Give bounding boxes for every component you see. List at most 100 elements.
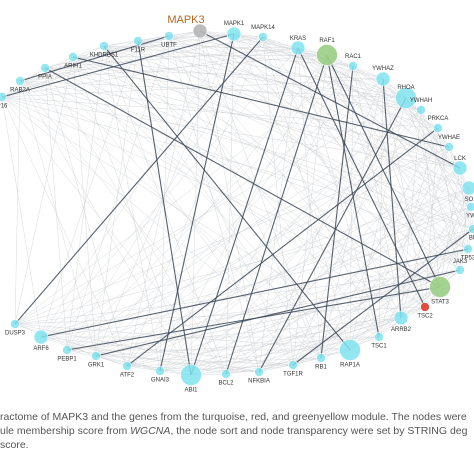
edge-light bbox=[66, 349, 161, 372]
edge-light bbox=[262, 36, 422, 111]
node-yw-label: YW bbox=[466, 214, 474, 220]
node-br-circle bbox=[468, 224, 474, 234]
edge-light bbox=[420, 109, 441, 288]
node-gnai3-circle bbox=[155, 366, 165, 376]
edge-light bbox=[95, 33, 235, 357]
node-lck-label: LCK bbox=[454, 156, 466, 162]
node-mapk1-circle bbox=[226, 26, 242, 42]
node-br: BR bbox=[468, 224, 474, 242]
edge-light bbox=[66, 206, 472, 351]
node-prkca-label: PRKCA bbox=[428, 116, 449, 122]
edge-rhoa-nfkbia bbox=[258, 97, 407, 373]
node-raf1-label: RAF1 bbox=[319, 38, 335, 44]
node-so-label: SO bbox=[465, 197, 474, 203]
edge-light bbox=[400, 206, 472, 319]
node-prkca-circle bbox=[433, 123, 443, 133]
node-ywhah-label: YWHAH bbox=[410, 98, 432, 104]
node-arrb2-circle bbox=[393, 310, 409, 326]
edge-light bbox=[459, 187, 470, 271]
edge-light bbox=[326, 54, 407, 99]
node-raf1: RAF1 bbox=[316, 38, 338, 66]
edge-light bbox=[297, 47, 461, 169]
node-rb1-circle bbox=[316, 353, 326, 363]
node-so: SO bbox=[461, 180, 474, 203]
edge-light bbox=[190, 228, 474, 376]
edge-light bbox=[352, 65, 441, 288]
edge-light bbox=[40, 33, 235, 338]
edge-light bbox=[225, 349, 351, 375]
edge-light bbox=[292, 54, 328, 366]
node-yw-circle bbox=[466, 202, 474, 212]
edge-light bbox=[95, 54, 328, 357]
edge-light bbox=[168, 35, 264, 38]
node-mapk1: MAPK1 bbox=[224, 21, 245, 42]
node-tsc1-label: TSC1 bbox=[371, 344, 387, 350]
caption-line-2-start: ule membership score from bbox=[0, 425, 131, 437]
node-ubtf-circle bbox=[164, 31, 174, 41]
caption-line-2: ule membership score from WGCNA, the nod… bbox=[0, 424, 474, 438]
edge-kras-abi1 bbox=[190, 47, 299, 376]
node-arih1-label: ARIH1 bbox=[64, 64, 82, 70]
edge-br-tgf1r bbox=[292, 228, 474, 366]
edge-light bbox=[14, 323, 260, 373]
edge-light bbox=[14, 323, 97, 357]
figure-caption: ractome of MAPK3 and the genes from the … bbox=[0, 410, 474, 452]
edge-light bbox=[225, 248, 469, 375]
node-ppia-label: PPIA bbox=[38, 75, 52, 81]
edge-light bbox=[66, 146, 450, 351]
node-rhoa-label: RHOA bbox=[397, 85, 414, 91]
edge-light bbox=[262, 36, 470, 189]
node-rap1a-circle bbox=[339, 339, 361, 361]
node-so-circle bbox=[461, 180, 474, 196]
node-tsc1-circle bbox=[374, 332, 384, 342]
edge-light bbox=[126, 317, 402, 367]
edge-light bbox=[95, 187, 470, 357]
node-lck: LCK bbox=[452, 156, 468, 176]
node-tsc2-label: TSC2 bbox=[417, 314, 433, 320]
node-jak3-circle bbox=[455, 265, 465, 275]
node-ywhaz-label: YWHAZ bbox=[372, 66, 394, 72]
node-mapk14: MAPK14 bbox=[251, 25, 275, 42]
edge-light bbox=[1, 96, 227, 375]
edge-light bbox=[14, 146, 450, 325]
edge-light bbox=[1, 96, 380, 338]
edge-light bbox=[19, 80, 260, 373]
node-rb1: RB1 bbox=[315, 353, 327, 371]
node-mapk14-circle bbox=[258, 32, 268, 42]
edge-light bbox=[159, 248, 469, 372]
node-abi1-circle bbox=[180, 364, 202, 386]
edge-light bbox=[72, 56, 470, 189]
node-mapk3-label: MAPK3 bbox=[167, 14, 204, 26]
node-f11r: F11R bbox=[131, 36, 146, 54]
node-ubtf: UBTF bbox=[161, 31, 177, 49]
edge-khdrbs1-rap1a bbox=[103, 45, 351, 351]
edge-light bbox=[233, 33, 461, 271]
node-gnai3-label: GNAI3 bbox=[151, 378, 170, 384]
node-arrb2: ARRB2 bbox=[391, 310, 412, 333]
node-kras-label: KRAS bbox=[290, 36, 306, 42]
edge-light bbox=[349, 97, 407, 351]
edge-light bbox=[44, 67, 68, 351]
edge-light bbox=[95, 40, 139, 357]
edge-light bbox=[19, 54, 328, 82]
edge-light bbox=[40, 40, 139, 338]
edge-mapk3-lck bbox=[199, 30, 461, 169]
edge-light bbox=[1, 96, 322, 359]
edge-light bbox=[14, 206, 472, 325]
edge-light bbox=[199, 30, 472, 208]
node-dusp3-label: DUSP3 bbox=[5, 331, 26, 337]
node-rab2a: RAB2A bbox=[10, 76, 30, 94]
edge-light bbox=[103, 45, 461, 271]
edge-stat3-pebp1 bbox=[66, 286, 441, 351]
node-rac1-label: RAC1 bbox=[345, 54, 362, 60]
edge-light bbox=[40, 336, 294, 366]
edge-tp53-arf6 bbox=[40, 248, 469, 338]
edge-light bbox=[1, 96, 441, 288]
edge-light bbox=[95, 248, 469, 357]
node-mapk3: MAPK3 bbox=[167, 14, 208, 39]
edge-light bbox=[199, 30, 469, 250]
node-f11r-circle bbox=[133, 36, 143, 46]
edge-light bbox=[103, 45, 322, 359]
edge-light bbox=[297, 47, 322, 359]
edge-light bbox=[320, 127, 439, 359]
